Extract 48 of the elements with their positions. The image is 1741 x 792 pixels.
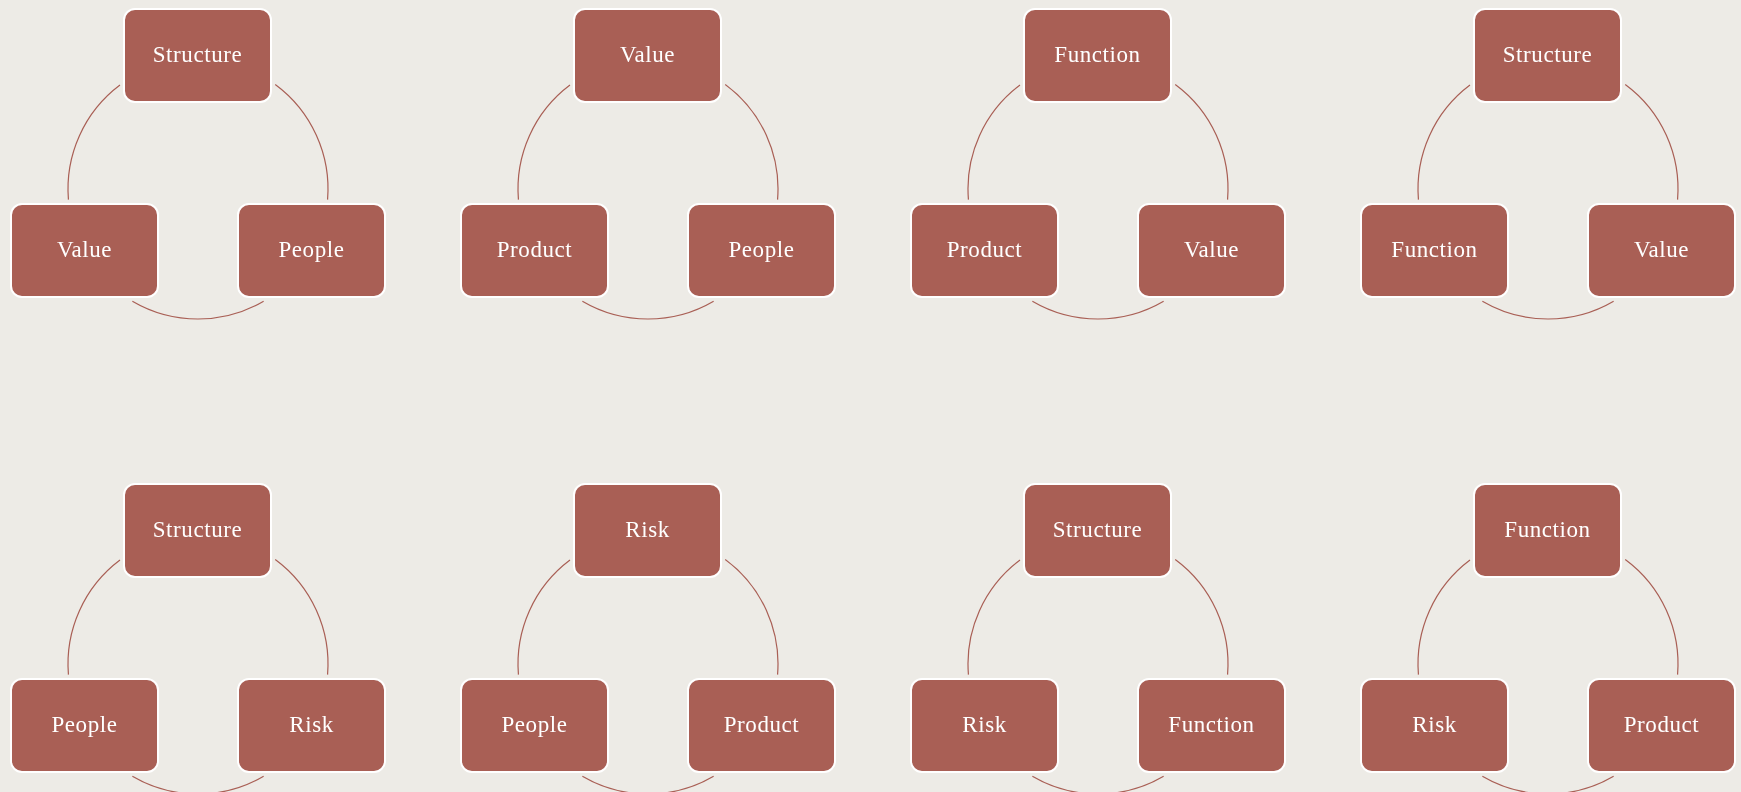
rounded-box: People: [10, 678, 159, 773]
rounded-box: Function: [1473, 483, 1622, 578]
rounded-box: Product: [1587, 678, 1736, 773]
connector-arc: [67, 559, 121, 676]
rounded-box: Value: [10, 203, 159, 298]
connector-arc: [1174, 558, 1229, 676]
rounded-box: Structure: [1023, 483, 1172, 578]
rounded-box: Structure: [123, 483, 272, 578]
rounded-box: People: [460, 678, 609, 773]
connector-arc: [517, 84, 571, 201]
rounded-box: Product: [687, 678, 836, 773]
rounded-box: Function: [1137, 678, 1286, 773]
connector-arc: [1417, 559, 1471, 676]
connector-arc: [274, 83, 329, 201]
connector-arc: [1481, 300, 1615, 320]
connector-arc: [967, 559, 1021, 676]
rounded-box: Risk: [237, 678, 386, 773]
rounded-box: Value: [573, 8, 722, 103]
connector-arc: [1624, 83, 1679, 201]
rounded-box: Value: [1137, 203, 1286, 298]
rounded-box: People: [687, 203, 836, 298]
connector-arc: [724, 558, 779, 676]
connector-arc: [131, 775, 265, 792]
rounded-box: Function: [1360, 203, 1509, 298]
connector-arc: [1417, 84, 1471, 201]
connector-arc: [1174, 83, 1229, 201]
connector-arc: [1031, 300, 1165, 320]
rounded-box: Product: [910, 203, 1059, 298]
rounded-box: Value: [1587, 203, 1736, 298]
rounded-box: People: [237, 203, 386, 298]
connector-arc: [1481, 775, 1615, 792]
rounded-box: Risk: [1360, 678, 1509, 773]
rounded-box: Structure: [123, 8, 272, 103]
connector-arc: [274, 558, 329, 676]
rounded-box: Risk: [910, 678, 1059, 773]
connector-arc: [67, 84, 121, 201]
connector-arc: [131, 300, 265, 320]
rounded-box: Function: [1023, 8, 1172, 103]
connector-arc: [724, 83, 779, 201]
connector-arc: [581, 300, 715, 320]
rounded-box: Structure: [1473, 8, 1622, 103]
connector-arc: [967, 84, 1021, 201]
connector-arc: [581, 775, 715, 792]
connector-arc: [517, 559, 571, 676]
rounded-box: Product: [460, 203, 609, 298]
connector-arc: [1624, 558, 1679, 676]
rounded-box: Risk: [573, 483, 722, 578]
connector-arc: [1031, 775, 1165, 792]
